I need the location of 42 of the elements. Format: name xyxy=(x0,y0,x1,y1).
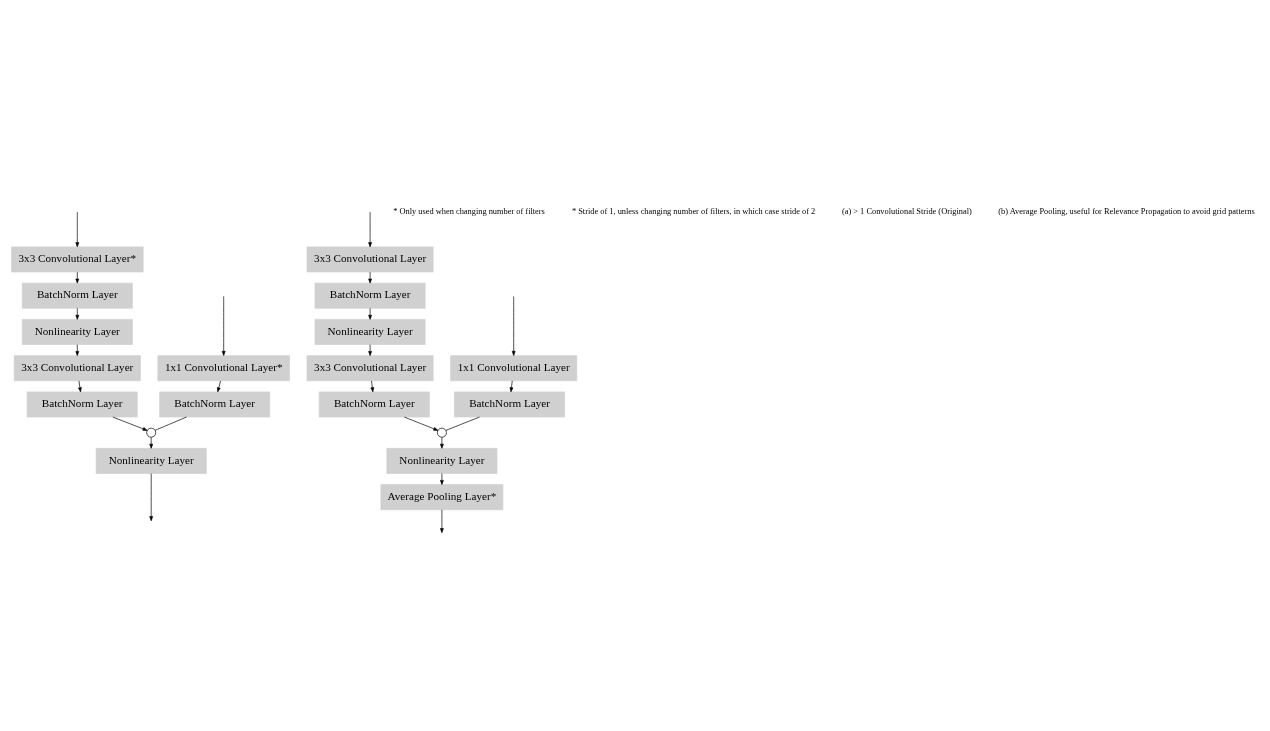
arrow xyxy=(149,436,153,449)
arrow xyxy=(75,343,80,356)
connector xyxy=(445,416,480,431)
arrow xyxy=(368,343,372,356)
arrow xyxy=(511,295,516,356)
node-box: BatchNorm Layer xyxy=(26,391,138,417)
arrow xyxy=(75,307,80,320)
arrow xyxy=(440,472,444,485)
arrow xyxy=(75,271,80,283)
node-box: 3x3 Convolutional Layer* xyxy=(11,246,144,272)
arrow xyxy=(217,380,221,392)
node-box: 3x3 Convolutional Layer xyxy=(13,354,141,381)
arrow xyxy=(368,307,372,320)
connector xyxy=(154,416,187,431)
arrow xyxy=(368,211,372,247)
node-box: Nonlinearity Layer xyxy=(386,447,498,474)
node-box: BatchNorm Layer xyxy=(159,391,271,417)
arrow xyxy=(112,416,148,431)
node-box: Average Pooling Layer* xyxy=(380,483,504,510)
node-box: Nonlinearity Layer xyxy=(21,318,133,345)
node-box: BatchNorm Layer xyxy=(314,282,426,309)
node-box: BatchNorm Layer xyxy=(318,391,430,417)
node-circle xyxy=(146,427,157,438)
node-box: BatchNorm Layer xyxy=(454,391,565,417)
node-box: Nonlinearity Layer xyxy=(314,318,426,345)
node-box: 3x3 Convolutional Layer xyxy=(306,246,434,272)
arrow xyxy=(78,380,82,392)
arrow xyxy=(403,416,439,431)
arrow xyxy=(509,380,514,392)
node-circle xyxy=(437,427,447,438)
arrow xyxy=(440,436,444,449)
arrow xyxy=(368,271,372,283)
arrow xyxy=(370,380,375,392)
node-box: 1x1 Convolutional Layer* xyxy=(157,354,290,381)
node-box: 1x1 Convolutional Layer xyxy=(450,354,578,381)
arrow xyxy=(440,509,444,533)
arrow xyxy=(221,295,226,356)
arrow xyxy=(149,472,153,521)
arrow xyxy=(75,211,80,247)
node-box: BatchNorm Layer xyxy=(21,282,133,309)
node-box: Nonlinearity Layer xyxy=(95,447,207,474)
node-box: 3x3 Convolutional Layer xyxy=(306,354,434,381)
